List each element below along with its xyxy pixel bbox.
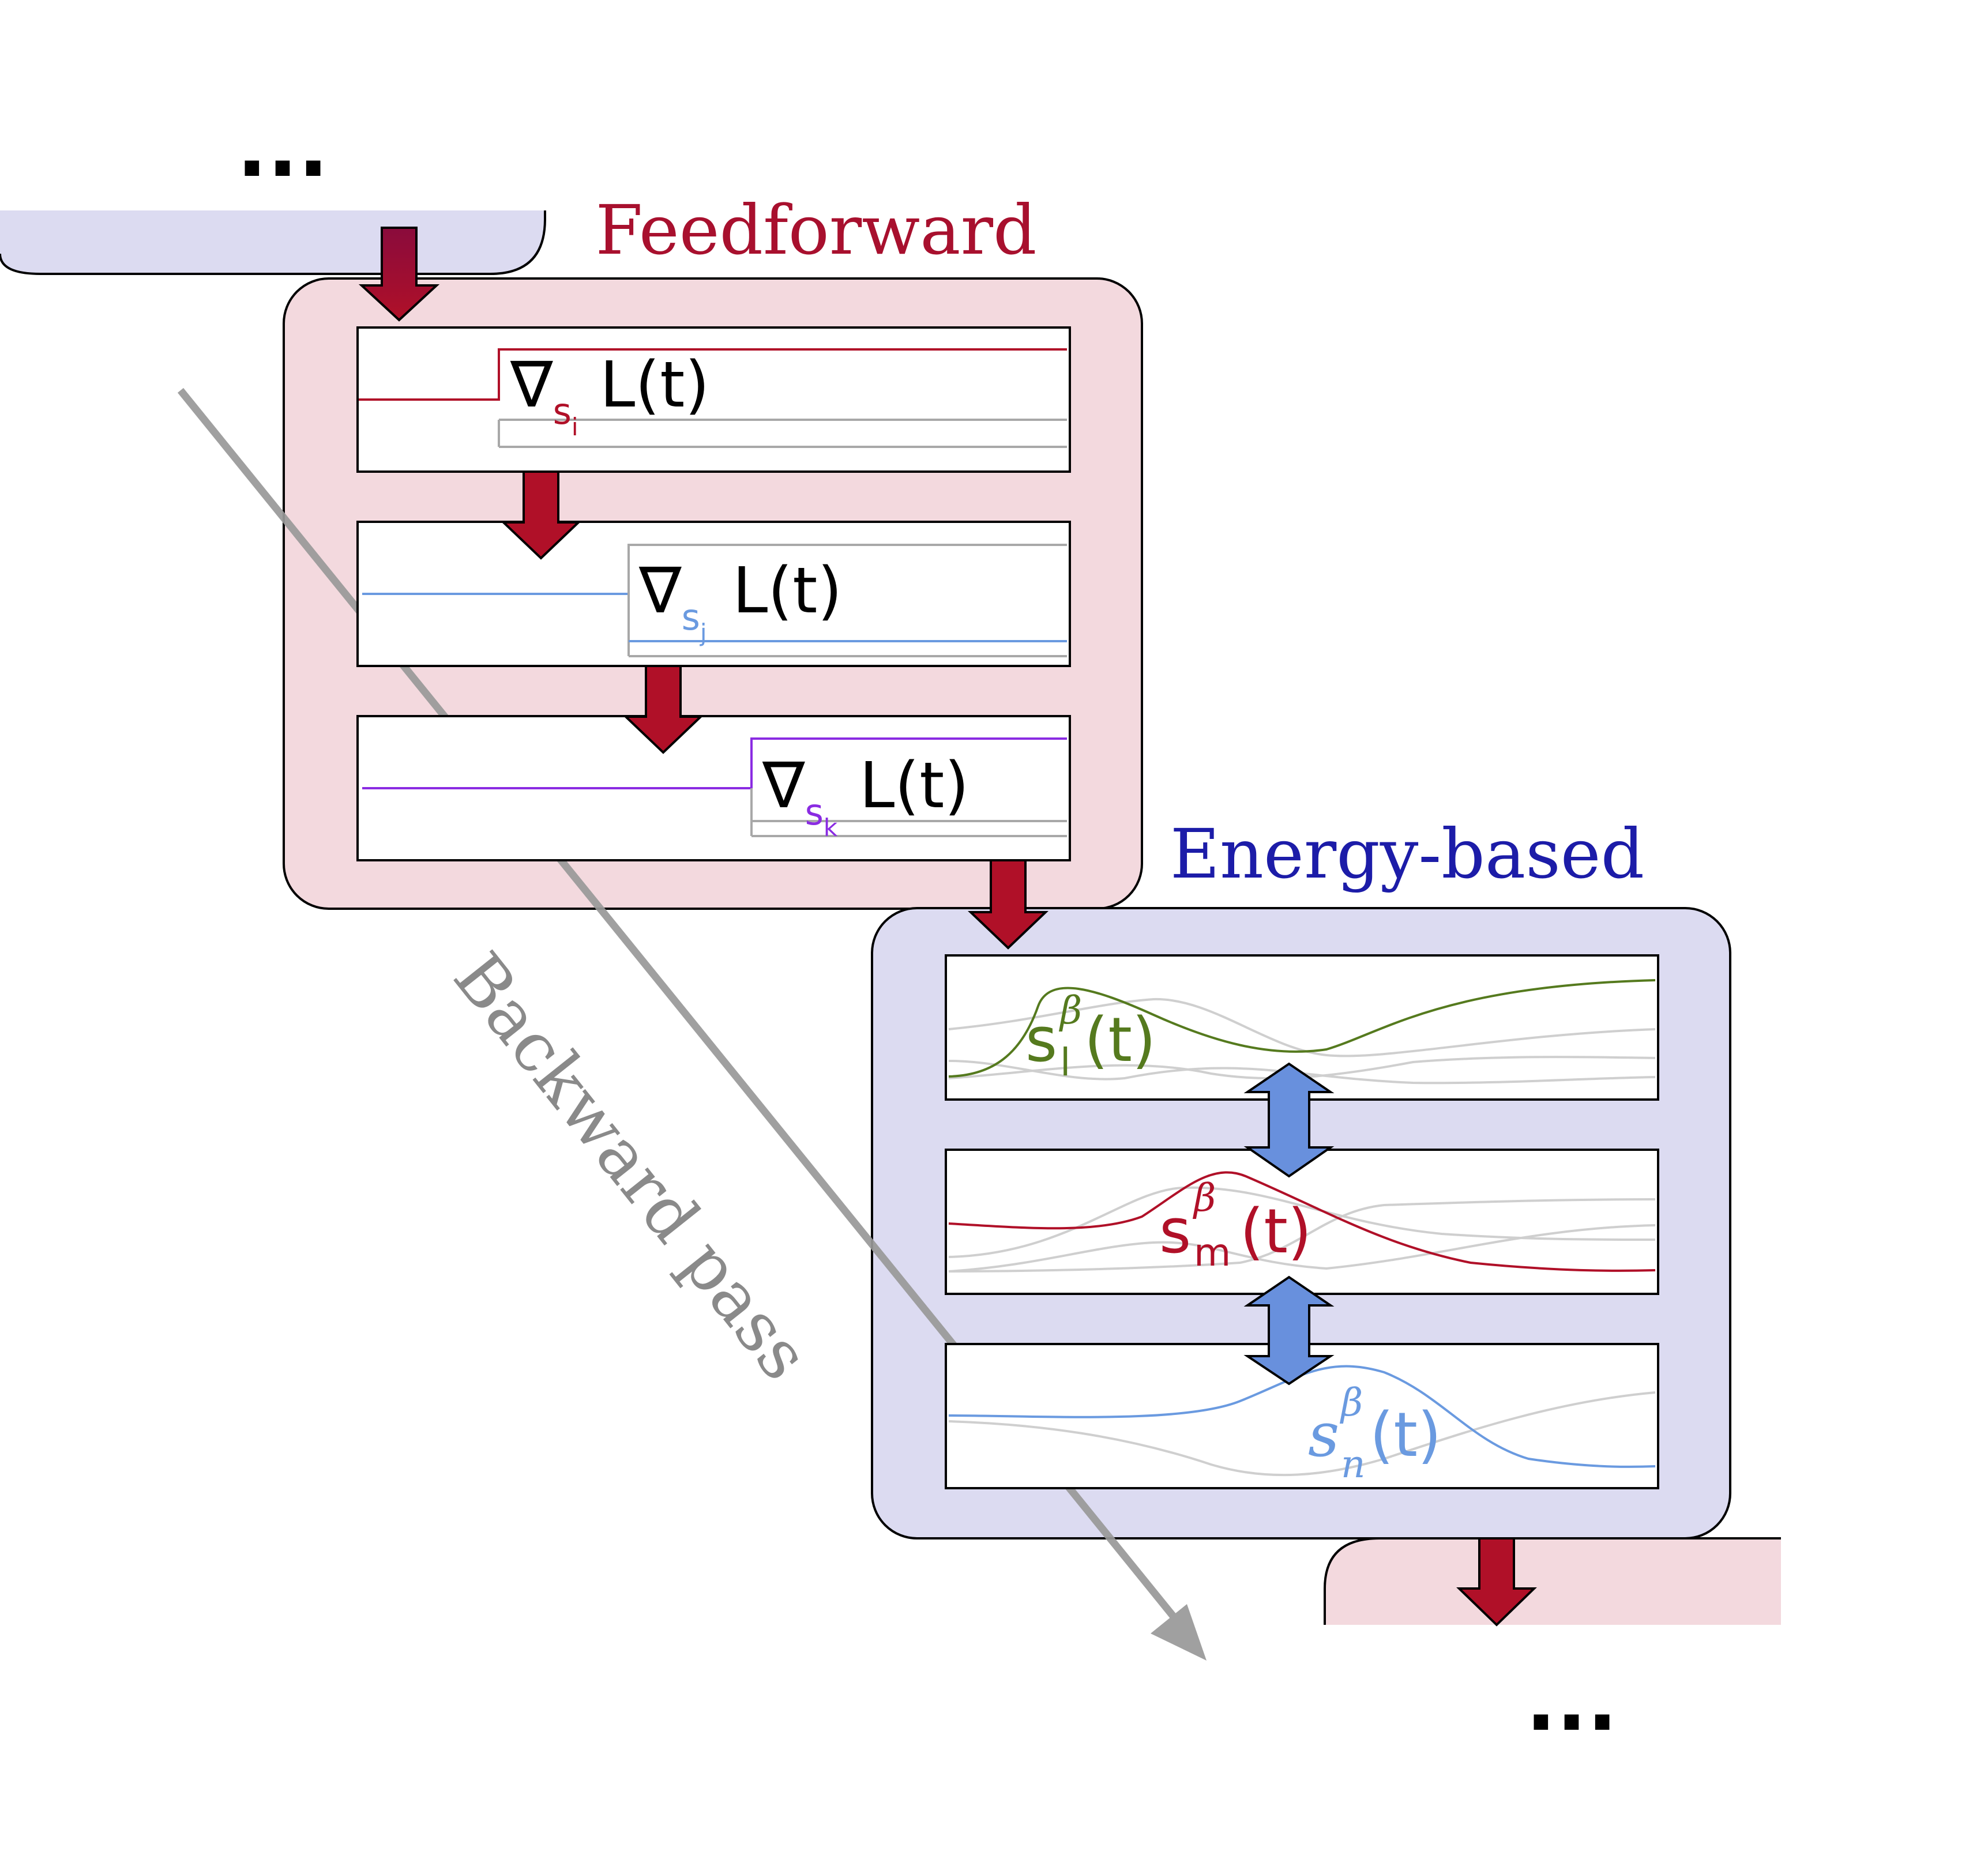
energy-based-title: Energy-based (1170, 814, 1644, 894)
feedforward-title: Feedforward (595, 190, 1036, 270)
feedforward-panel-j: ∇sjL(t) (356, 521, 1071, 667)
flow-arrow-j-to-k (623, 665, 704, 754)
ellipsis-top: ... (236, 101, 329, 195)
feedforward-panel-k: ∇skL(t) (356, 715, 1071, 861)
gradient-label-k: ∇skL(t) (762, 748, 969, 842)
next-block (1325, 1538, 1781, 1625)
previous-block (0, 210, 545, 274)
feedforward-panel-i: ∇siL(t) (356, 326, 1071, 473)
previous-block-outline (0, 210, 546, 275)
exchange-arrow-l-m (1243, 1062, 1335, 1178)
flow-arrow-i-to-j (501, 470, 581, 560)
next-block-outline (1324, 1537, 1781, 1625)
gradient-label-i: ∇siL(t) (510, 348, 709, 441)
backward-pass-label: Backward pass (438, 938, 825, 1394)
flow-arrow-into-feedforward (358, 227, 440, 322)
gradient-label-j: ∇sjL(t) (638, 554, 842, 647)
exchange-arrow-m-n (1243, 1275, 1335, 1386)
flow-arrow-out-of-energy (1456, 1537, 1537, 1627)
ellipsis-bottom: ... (1525, 1655, 1618, 1749)
flow-arrow-into-energy (968, 859, 1049, 950)
